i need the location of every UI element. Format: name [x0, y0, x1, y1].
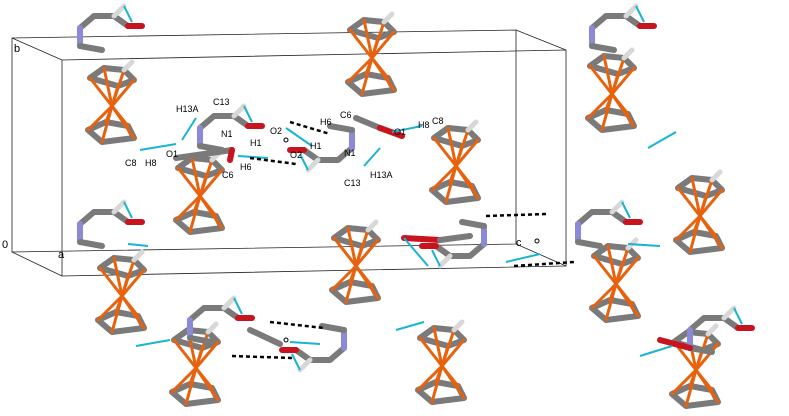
atom-label: H6 [240, 162, 252, 172]
atom-label: C6 [222, 170, 234, 180]
atom-label: O1 [166, 149, 178, 159]
atom-label: O1 [394, 127, 406, 137]
axis-label-a: a [58, 249, 65, 261]
atom-labels: H13A C13 N1 H1 O2 O1 C8 H8 C6 H6 H6 O2 C… [125, 97, 444, 188]
atom-label: C13 [344, 178, 361, 188]
atom-label: O2 [270, 126, 282, 136]
atom-label: H8 [145, 158, 157, 168]
atom-label: H13A [176, 104, 199, 114]
atom-label: C6 [340, 110, 352, 120]
atom-label: C8 [432, 116, 444, 126]
inversion-centres [283, 137, 540, 343]
atom-label: H1 [310, 141, 322, 151]
atom-label: H1 [250, 138, 262, 148]
atom-label: N1 [344, 148, 356, 158]
cyan-hydrogen-bonds [127, 117, 677, 357]
atom-label: H6 [320, 117, 332, 127]
atom-label: C8 [125, 158, 137, 168]
atom-label: H8 [418, 120, 430, 130]
atom-label: O2 [290, 150, 302, 160]
atom-label: N1 [221, 129, 233, 139]
axis-label-origin: 0 [2, 239, 8, 251]
atom-label: C13 [213, 97, 230, 107]
unit-cell-box [11, 29, 567, 277]
atom-label: H13A [370, 170, 393, 180]
axis-label-b: b [14, 43, 20, 55]
amide-chains [80, 6, 752, 370]
dashed-hydrogen-bonds [231, 120, 575, 360]
link-bonds [173, 115, 693, 351]
axis-label-c: c [516, 237, 522, 249]
